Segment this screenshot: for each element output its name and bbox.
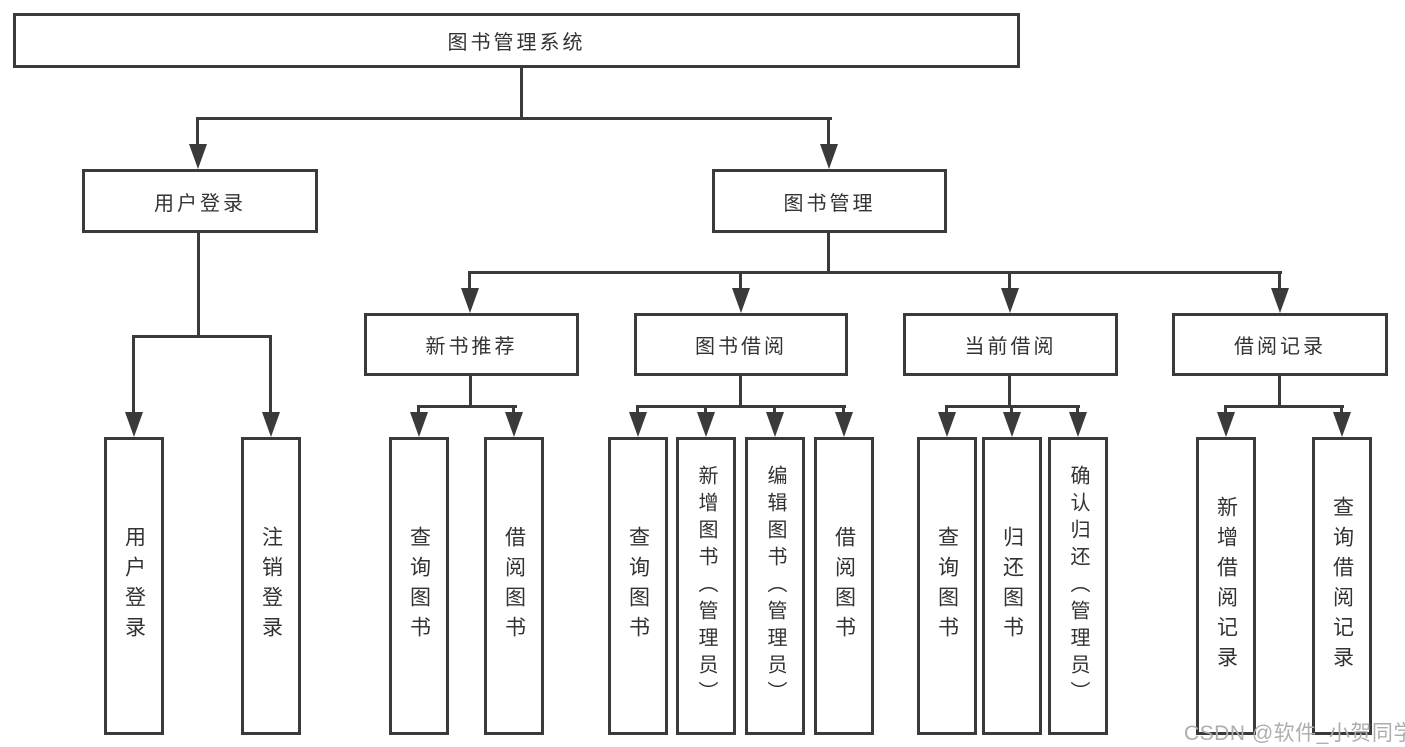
leaf-return-books-label: 归还图书 [1000, 526, 1024, 646]
leaf-query-books-borrowing: 查询图书 [608, 437, 668, 735]
arrow-down-icon [189, 144, 207, 169]
connector-drop [1076, 405, 1079, 417]
arrow-down-icon [262, 412, 280, 437]
connector-drop [1010, 405, 1013, 417]
node-borrowing-records: 借阅记录 [1172, 313, 1388, 376]
connector-drop [1224, 405, 1227, 417]
connector-drop-book-mgmt [827, 117, 830, 150]
leaf-borrow-books-borrowing: 借阅图书 [814, 437, 874, 735]
leaf-edit-books-admin: 编辑图书（管理员） [745, 437, 805, 735]
arrow-down-icon [1003, 412, 1021, 437]
connector-drop [512, 405, 515, 417]
connector-drop-new-book [468, 271, 471, 293]
leaf-query-borrow-record-label: 查询借阅记录 [1330, 496, 1354, 676]
connector-drop-user-login [196, 117, 199, 150]
leaf-add-books-admin-label: 新增图书（管理员） [695, 464, 717, 708]
connector-drop-borrow-records [1278, 271, 1281, 293]
connector-user-login-drop [197, 233, 200, 337]
leaf-query-books-current: 查询图书 [917, 437, 977, 735]
connector-level1-splitter [196, 117, 832, 120]
connector-new-book-splitter [417, 405, 517, 408]
leaf-query-books-label: 查询图书 [407, 526, 431, 646]
node-new-book-recommend-label: 新书推荐 [425, 336, 518, 358]
arrow-down-icon [410, 412, 428, 437]
connector-level2-splitter [468, 271, 1282, 274]
arrow-down-icon [732, 288, 750, 313]
leaf-add-books-admin: 新增图书（管理员） [676, 437, 736, 735]
connector-book-borrow-drop [739, 375, 742, 408]
leaf-borrow-books-label: 借阅图书 [502, 526, 526, 646]
leaf-confirm-return-admin: 确认归还（管理员） [1048, 437, 1108, 735]
leaf-add-borrow-record-label: 新增借阅记录 [1214, 496, 1238, 676]
leaf-query-borrow-record: 查询借阅记录 [1312, 437, 1372, 735]
connector-current-borrow-drop [1008, 375, 1011, 408]
connector-root-drop [520, 65, 523, 119]
connector-borrow-records-splitter [1224, 405, 1344, 408]
node-new-book-recommend: 新书推荐 [364, 313, 579, 376]
leaf-borrow-books-recommend: 借阅图书 [484, 437, 544, 735]
node-current-borrowing-label: 当前借阅 [964, 336, 1057, 358]
arrow-down-icon [461, 288, 479, 313]
node-current-borrowing: 当前借阅 [903, 313, 1118, 376]
arrow-down-icon [629, 412, 647, 437]
arrow-down-icon [835, 412, 853, 437]
connector-book-mgmt-drop [827, 232, 830, 274]
arrow-down-icon [766, 412, 784, 437]
leaf-confirm-return-admin-label: 确认归还（管理员） [1067, 464, 1089, 708]
node-book-management-label: 图书管理 [783, 192, 876, 215]
leaf-logout-label: 注销登录 [259, 526, 283, 646]
connector-drop [773, 405, 776, 417]
arrow-down-icon [697, 412, 715, 437]
node-root-label: 图书管理系统 [447, 32, 586, 54]
csdn-watermark: CSDN @软件_小贺同学 [1184, 722, 1405, 745]
connector-book-borrow-splitter [636, 405, 846, 408]
leaf-query-books-label: 查询图书 [935, 526, 959, 646]
arrow-down-icon [1333, 412, 1351, 437]
arrow-down-icon [505, 412, 523, 437]
connector-drop [704, 405, 707, 417]
arrow-down-icon [1217, 412, 1235, 437]
connector-drop [417, 405, 420, 417]
node-book-borrowing: 图书借阅 [634, 313, 848, 376]
connector-new-book-drop [469, 375, 472, 408]
connector-drop [636, 405, 639, 417]
node-borrowing-records-label: 借阅记录 [1234, 336, 1326, 358]
connector-drop-current-borrow [1008, 271, 1011, 293]
connector-drop-leaf-logout [269, 335, 272, 415]
arrow-down-icon [1271, 288, 1289, 313]
connector-drop-leaf-login [132, 335, 135, 415]
connector-user-login-splitter [132, 335, 272, 338]
leaf-borrow-books-label: 借阅图书 [832, 526, 856, 646]
connector-borrow-records-drop [1278, 373, 1281, 408]
node-user-login-label: 用户登录 [154, 192, 246, 215]
leaf-query-books-label: 查询图书 [626, 526, 650, 646]
connector-drop [1340, 405, 1343, 417]
connector-drop-book-borrow [739, 271, 742, 293]
node-root-system: 图书管理系统 [13, 13, 1020, 68]
leaf-edit-books-admin-label: 编辑图书（管理员） [764, 464, 786, 708]
leaf-user-login-label: 用户登录 [122, 526, 146, 646]
connector-drop [945, 405, 948, 417]
arrow-down-icon [1069, 412, 1087, 437]
leaf-return-books: 归还图书 [982, 437, 1042, 735]
leaf-logout: 注销登录 [241, 437, 301, 735]
arrow-down-icon [938, 412, 956, 437]
node-user-login: 用户登录 [82, 169, 318, 233]
arrow-down-icon [820, 144, 838, 169]
leaf-user-login: 用户登录 [104, 437, 164, 735]
leaf-add-borrow-record: 新增借阅记录 [1196, 437, 1256, 735]
arrow-down-icon [1001, 288, 1019, 313]
connector-drop [842, 405, 845, 417]
node-book-management: 图书管理 [712, 169, 947, 233]
leaf-query-books-recommend: 查询图书 [389, 437, 449, 735]
node-book-borrowing-label: 图书借阅 [695, 336, 787, 358]
arrow-down-icon [125, 412, 143, 437]
